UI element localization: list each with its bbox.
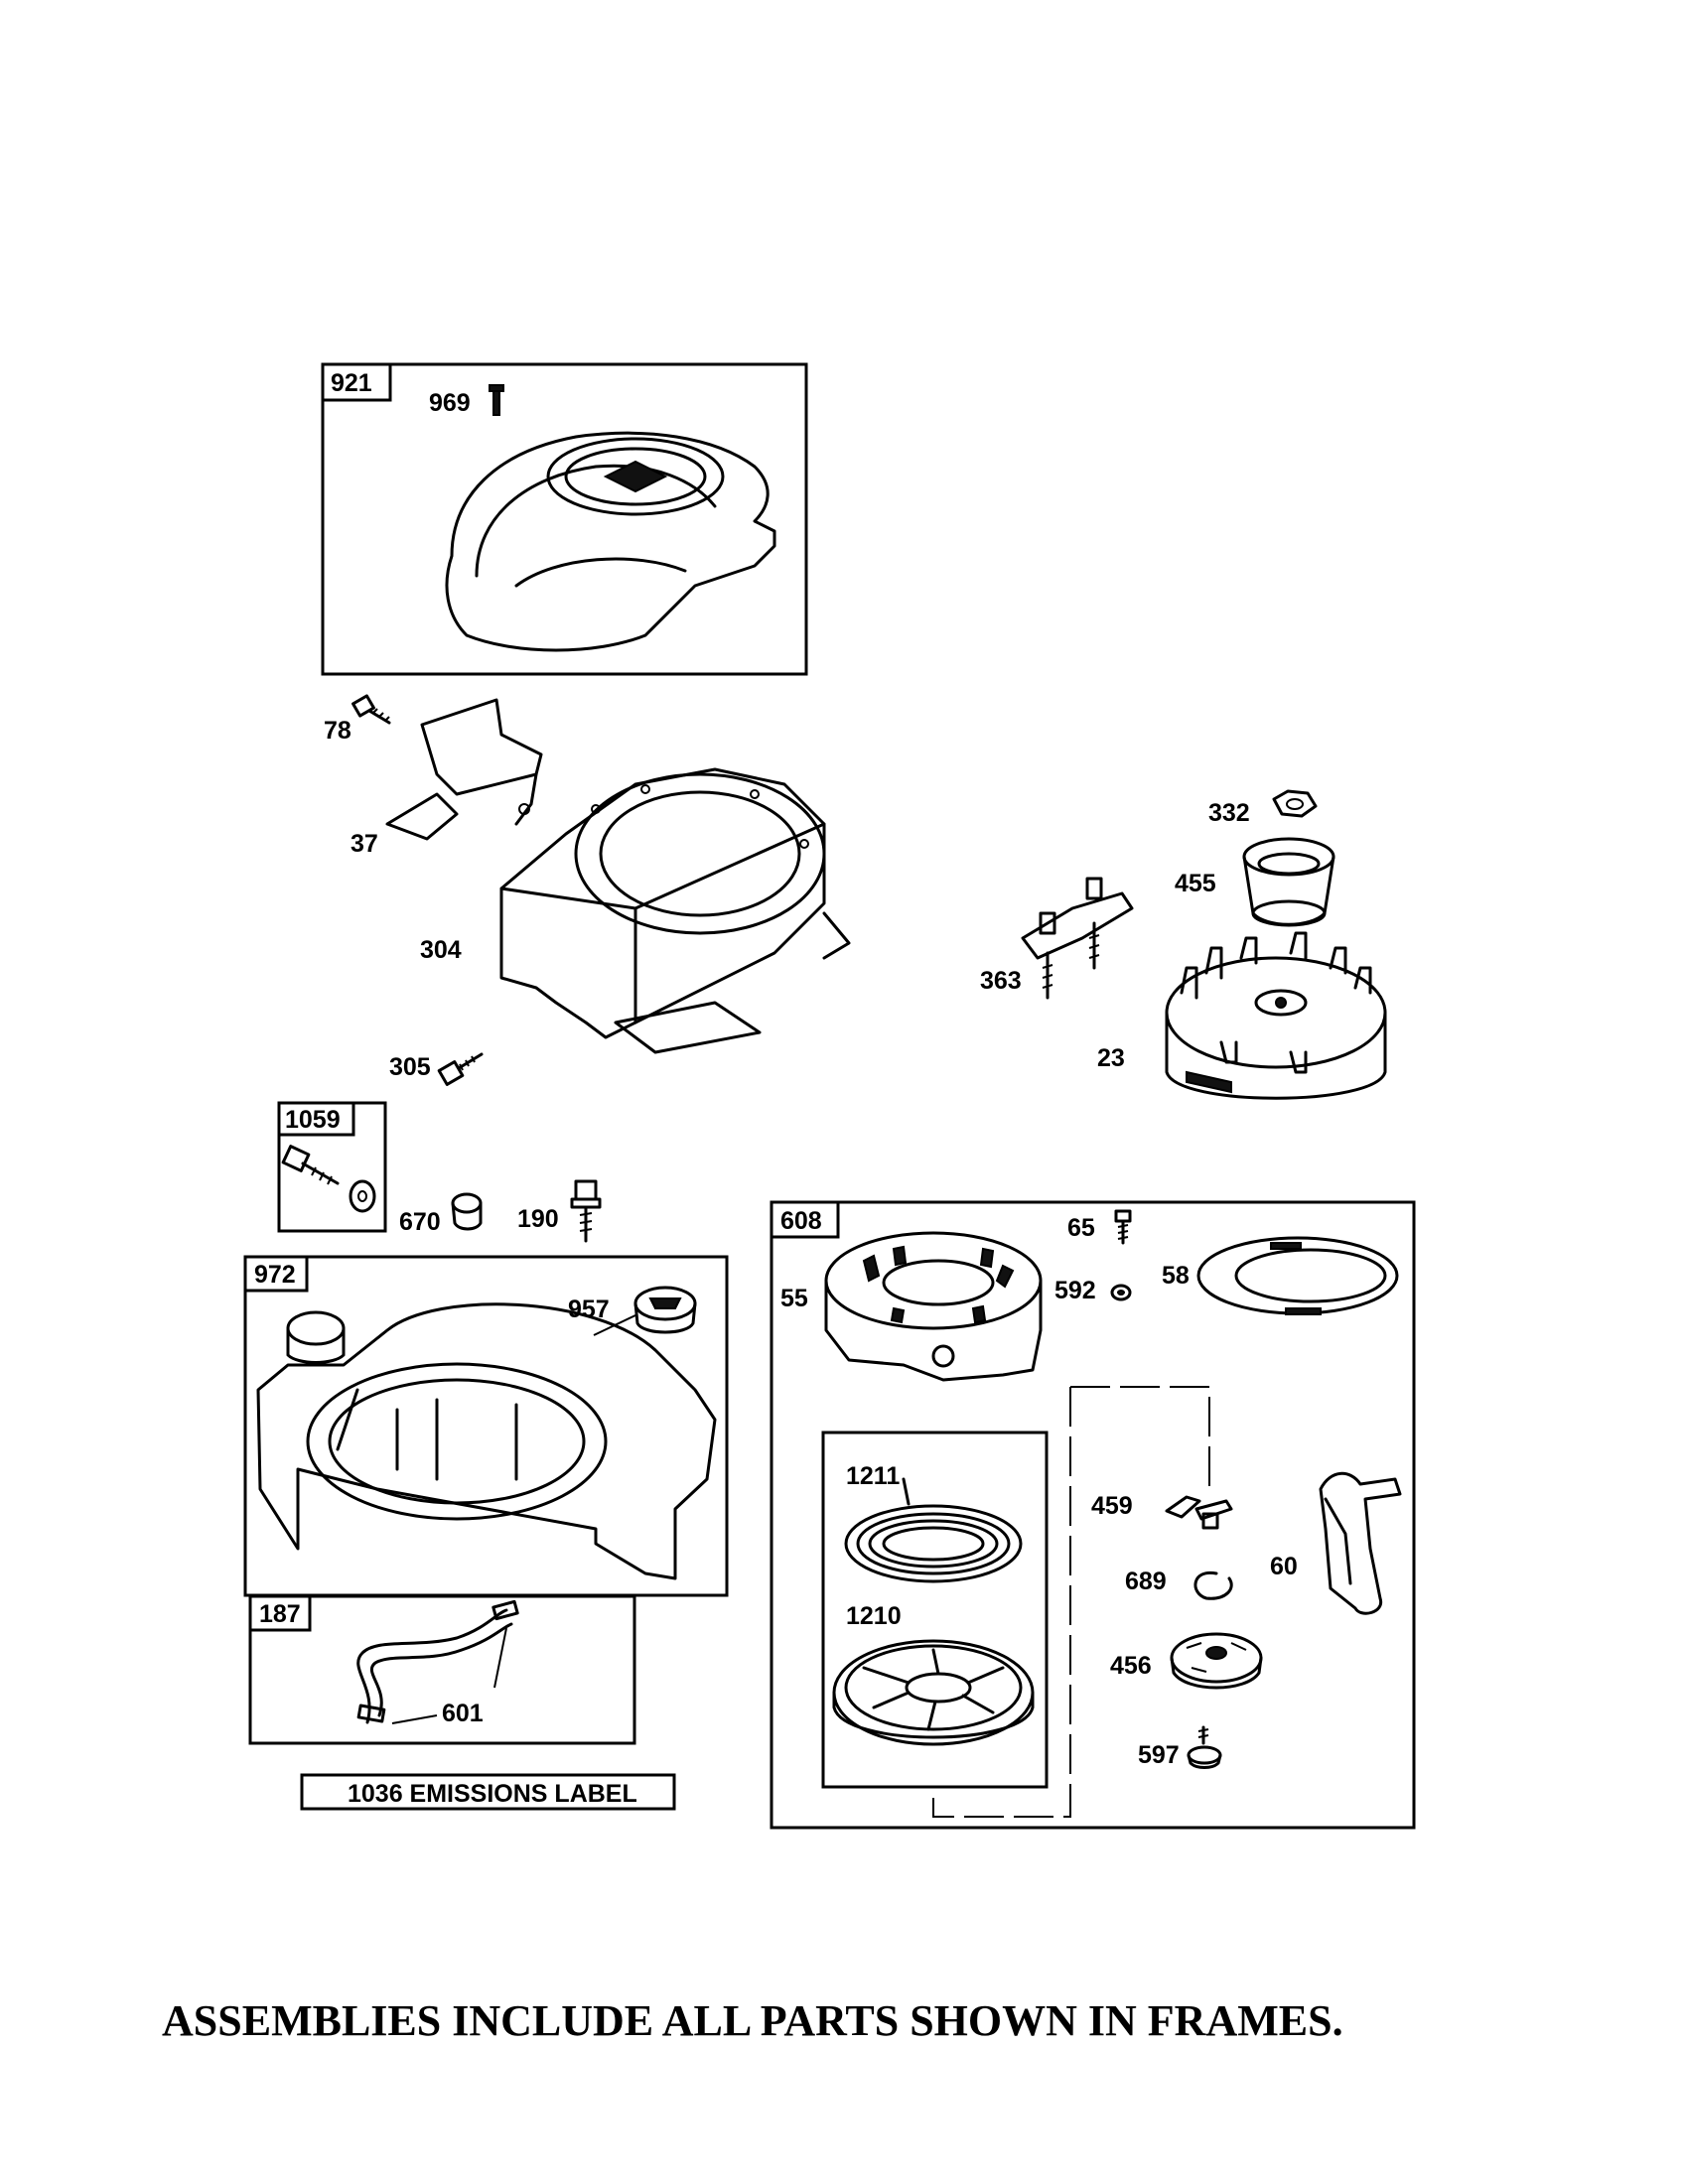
part-689-label: 689 <box>1125 1568 1167 1595</box>
part-601-label: 601 <box>442 1700 484 1727</box>
frame-187: 187 601 <box>248 1594 636 1745</box>
handle-60-part <box>1319 1471 1402 1615</box>
spacer-670-icon <box>451 1192 483 1231</box>
part-332-label: 332 <box>1208 799 1250 827</box>
screw-597-icon <box>1187 1725 1222 1769</box>
part-670-label: 670 <box>399 1208 441 1236</box>
frame-1059-label: 1059 <box>285 1106 341 1134</box>
part-55-label: 55 <box>780 1285 808 1312</box>
part-58-label: 58 <box>1162 1262 1190 1290</box>
frame-921: 921 969 <box>321 362 808 676</box>
emissions-label-box: 1036 EMISSIONS LABEL <box>300 1773 676 1811</box>
flywheel-23-part <box>1165 931 1387 1100</box>
ratchet-456-part <box>1170 1632 1263 1690</box>
bolt-1059-icon <box>281 1145 376 1213</box>
part-60-label: 60 <box>1270 1553 1298 1580</box>
part-304-label: 304 <box>420 936 462 964</box>
emissions-label-text: 1036 EMISSIONS LABEL <box>348 1780 637 1808</box>
bolt-78-icon <box>351 694 391 725</box>
part-455-label: 455 <box>1175 870 1216 897</box>
bracket-363-part <box>1021 877 1134 1000</box>
fuel-tank-972-part <box>256 1302 717 1580</box>
stud-190-icon <box>570 1179 602 1243</box>
part-459-label: 459 <box>1091 1492 1133 1520</box>
part-969-label: 969 <box>429 389 471 417</box>
part-305-label: 305 <box>389 1053 431 1081</box>
part-37-label: 37 <box>351 830 378 858</box>
frame-608-label: 608 <box>780 1207 822 1235</box>
air-guide-37-part <box>385 698 543 841</box>
frame-187-label: 187 <box>259 1600 301 1628</box>
part-363-label: 363 <box>980 967 1022 995</box>
retainer-689-icon <box>1193 1570 1233 1600</box>
blower-cover-part <box>445 431 776 652</box>
part-23-label: 23 <box>1097 1044 1125 1072</box>
part-190-label: 190 <box>517 1205 559 1233</box>
frame-972: 972 957 <box>243 1255 729 1597</box>
frame-921-label: 921 <box>331 369 372 397</box>
frame-608: 608 65 592 58 55 <box>770 1200 1416 1830</box>
part-592-label: 592 <box>1054 1277 1096 1304</box>
nut-592-icon <box>1110 1284 1132 1301</box>
nut-332-icon <box>1272 789 1318 818</box>
part-1211-label: 1211 <box>846 1462 900 1490</box>
part-957-label: 957 <box>568 1296 610 1323</box>
frame-1059: 1059 <box>277 1101 387 1233</box>
fuel-cap-957-icon <box>593 1286 697 1336</box>
screw-65-icon <box>1114 1209 1132 1245</box>
frame-972-label: 972 <box>254 1261 296 1289</box>
screw-969-icon <box>489 384 504 416</box>
pulley-1210-part <box>832 1639 1035 1746</box>
part-78-label: 78 <box>324 717 351 745</box>
fuel-line-187-part <box>356 1599 519 1724</box>
part-65-label: 65 <box>1067 1214 1095 1242</box>
rope-58-part <box>1196 1236 1399 1315</box>
part-1210-label: 1210 <box>846 1602 902 1630</box>
part-597-label: 597 <box>1138 1741 1180 1769</box>
footer-caption: ASSEMBLIES INCLUDE ALL PARTS SHOWN IN FR… <box>162 1996 1343 2045</box>
blower-housing-304-part <box>499 767 851 1054</box>
pawl-459-icon <box>1165 1495 1233 1530</box>
clutch-455-part <box>1242 837 1335 927</box>
spring-1211-part <box>844 1477 1023 1583</box>
starter-housing-55-part <box>824 1231 1043 1382</box>
part-456-label: 456 <box>1110 1652 1152 1680</box>
screw-305-icon <box>437 1052 484 1086</box>
